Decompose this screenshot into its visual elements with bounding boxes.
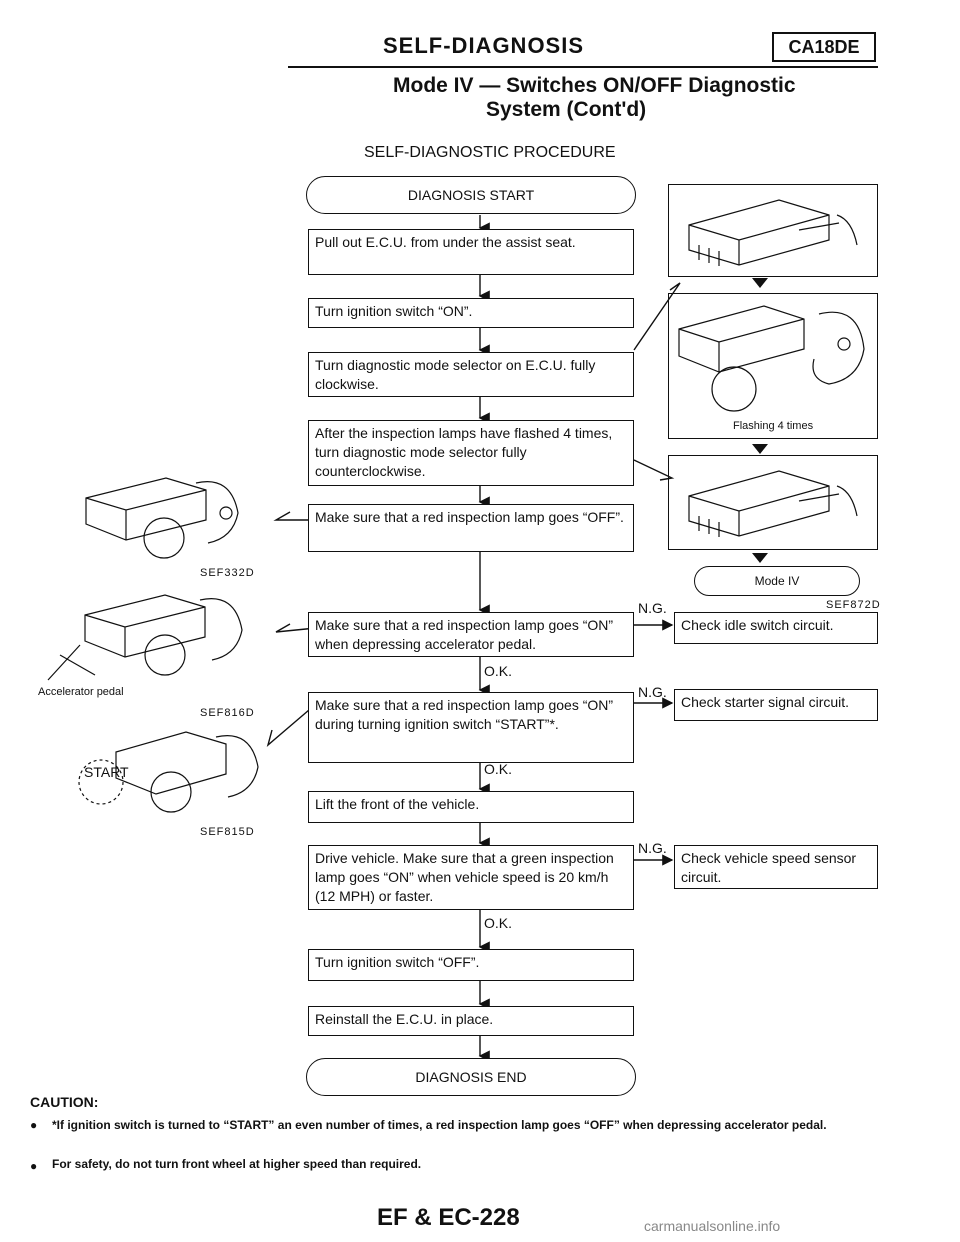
caution-item-2: For safety, do not turn front wheel at h… xyxy=(52,1157,422,1171)
mode-iv-label: Mode IV xyxy=(694,566,860,596)
diagnosis-end: DIAGNOSIS END xyxy=(306,1058,636,1096)
step-reinstall-ecu: Reinstall the E.C.U. in place. xyxy=(308,1006,634,1036)
ng-label: N.G. xyxy=(638,600,667,616)
figure-code: SEF872D xyxy=(826,599,881,611)
section-subtitle-line2: System (Cont'd) xyxy=(486,98,647,121)
step-selector-counterclockwise: After the inspection lamps have flashed … xyxy=(308,420,634,486)
figure-code: SEF332D xyxy=(200,567,255,579)
check-speed-sensor: Check vehicle speed sensor circuit. xyxy=(674,845,878,889)
ecu-illustration-2: Flashing 4 times xyxy=(668,293,878,439)
step-drive-vehicle: Drive vehicle. Make sure that a green in… xyxy=(308,845,634,910)
ecu-lamp-observer-icon xyxy=(678,305,865,412)
figure-code: SEF816D xyxy=(200,707,255,719)
page-title: SELF-DIAGNOSIS xyxy=(383,33,585,58)
step-lift-vehicle: Lift the front of the vehicle. xyxy=(308,791,634,823)
page-number: EF & EC-228 xyxy=(377,1204,520,1231)
diagnosis-start: DIAGNOSIS START xyxy=(306,176,636,214)
ecu-illustration-3 xyxy=(668,455,878,550)
figure-code: SEF815D xyxy=(200,826,255,838)
left-figure-2 xyxy=(40,585,270,685)
step-selector-clockwise: Turn diagnostic mode selector on E.C.U. … xyxy=(308,352,634,397)
accelerator-pedal-icon xyxy=(47,594,243,681)
check-starter-signal: Check starter signal circuit. xyxy=(674,689,878,721)
ecu-lamp-off-icon xyxy=(85,477,239,559)
bullet-icon: ● xyxy=(30,1118,38,1132)
left-figure-1 xyxy=(76,468,266,568)
ok-label: O.K. xyxy=(484,915,513,931)
ng-label: N.G. xyxy=(638,840,667,856)
ok-label: O.K. xyxy=(484,761,513,777)
ecu-illustration-1 xyxy=(668,184,878,277)
accelerator-pedal-label: Accelerator pedal xyxy=(38,686,124,698)
step-pull-out-ecu: Pull out E.C.U. from under the assist se… xyxy=(308,229,634,275)
ok-label: O.K. xyxy=(484,663,513,679)
flashing-caption: Flashing 4 times xyxy=(733,420,814,432)
caution-item-1: *If ignition switch is turned to “START”… xyxy=(52,1118,827,1132)
watermark: carmanualsonline.info xyxy=(644,1218,781,1234)
step-start-signal-check: Make sure that a red inspection lamp goe… xyxy=(308,692,634,763)
step-ignition-on: Turn ignition switch “ON”. xyxy=(308,298,634,328)
step-accelerator-check: Make sure that a red inspection lamp goe… xyxy=(308,612,634,657)
ng-label: N.G. xyxy=(638,684,667,700)
check-idle-switch: Check idle switch circuit. xyxy=(674,612,878,644)
caution-heading: CAUTION: xyxy=(30,1094,99,1110)
header-rule xyxy=(288,66,878,68)
left-figure-3: START xyxy=(76,722,266,822)
model-tag: CA18DE xyxy=(772,32,876,62)
ignition-start-icon xyxy=(78,731,259,813)
procedure-title: SELF-DIAGNOSTIC PROCEDURE xyxy=(364,144,616,161)
section-subtitle-line1: Mode IV — Switches ON/OFF Diagnostic xyxy=(393,74,796,97)
ecu-screwdriver-icon xyxy=(688,199,858,266)
bullet-icon: ● xyxy=(30,1159,38,1173)
step-red-lamp-off: Make sure that a red inspection lamp goe… xyxy=(308,504,634,552)
start-label: START xyxy=(84,764,129,780)
step-ignition-off: Turn ignition switch “OFF”. xyxy=(308,949,634,981)
ecu-screwdriver-icon xyxy=(688,470,858,537)
